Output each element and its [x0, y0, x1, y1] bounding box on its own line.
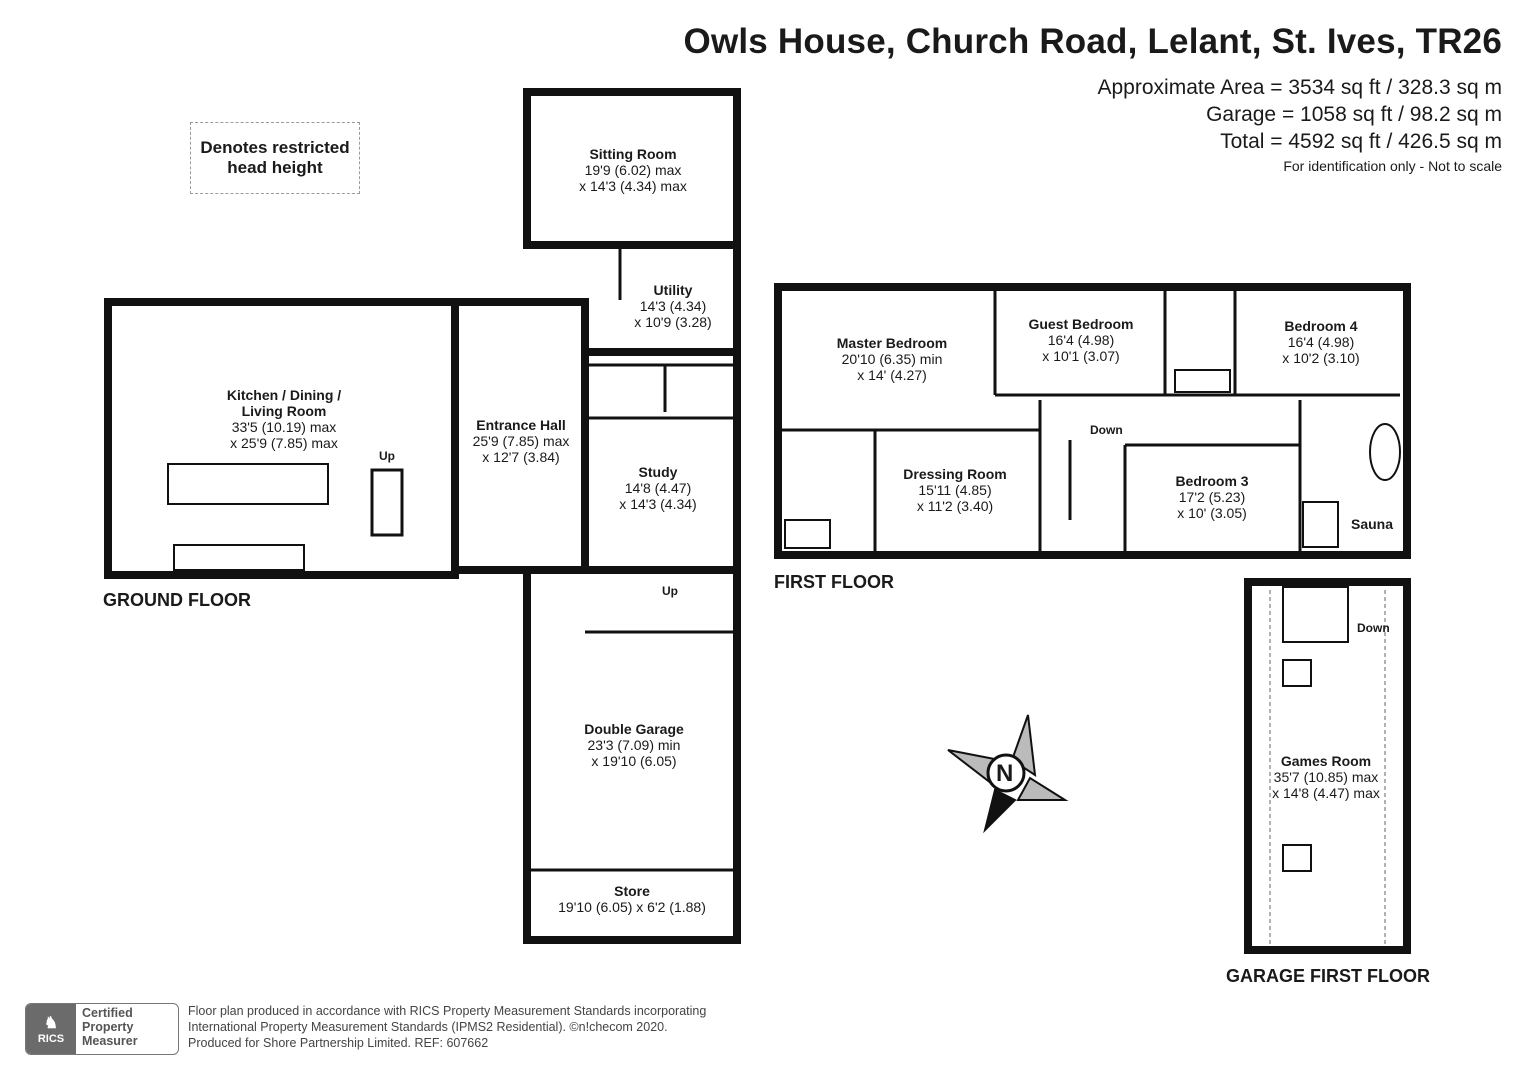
room-dimension: 14'8 (4.47) — [624, 480, 692, 496]
room-name: Double Garage — [584, 721, 684, 737]
footer-line: Produced for Shore Partnership Limited. … — [188, 1036, 489, 1050]
room-dimension: 15'11 (4.85) — [918, 482, 992, 498]
room-dimension: x 12'7 (3.84) — [482, 449, 560, 465]
badge-line: Certified — [82, 1006, 133, 1020]
room-dimension: x 10'9 (3.28) — [634, 314, 712, 330]
room-study: Study 14'8 (4.47) x 14'3 (4.34) — [619, 464, 696, 512]
compass-north-letter: N — [996, 760, 1014, 787]
room-dimension: x 14'3 (4.34) max — [579, 178, 687, 194]
rics-logo-text: RICS — [37, 1033, 65, 1045]
room-kitchen-dining-living: Kitchen / Dining / Living Room 33'5 (10.… — [227, 387, 341, 451]
lion-icon: ♞ — [43, 1015, 59, 1032]
room-dimension: x 25'9 (7.85) max — [230, 435, 338, 451]
room-dimension: x 11'2 (3.40) — [916, 498, 994, 514]
room-bedroom-3: Bedroom 3 17'2 (5.23) x 10' (3.05) — [1175, 473, 1248, 521]
room-dimension: 25'9 (7.85) max — [472, 433, 570, 449]
rics-logo: ♞ RICS — [26, 1004, 76, 1054]
room-dimension: 23'3 (7.09) min — [587, 737, 681, 753]
room-name: Dressing Room — [903, 466, 1007, 482]
room-name: Study — [638, 464, 678, 480]
room-dimension: x 14' (4.27) — [857, 367, 927, 383]
first-floor-label: FIRST FLOOR — [774, 572, 894, 592]
room-dressing-room: Dressing Room 15'11 (4.85) x 11'2 (3.40) — [903, 466, 1006, 514]
stairs-down-label: Down — [1090, 423, 1123, 437]
rics-certified-badge: ♞ RICS Certified Property Measurer — [25, 1003, 179, 1055]
stairs-up-label: Up — [379, 449, 395, 463]
room-master-bedroom: Master Bedroom 20'10 (6.35) min x 14' (4… — [837, 335, 947, 383]
room-dimension: 19'9 (6.02) max — [584, 162, 682, 178]
room-guest-bedroom: Guest Bedroom 16'4 (4.98) x 10'1 (3.07) — [1028, 316, 1133, 364]
room-games-room: Games Room 35'7 (10.85) max x 14'8 (4.47… — [1272, 753, 1380, 801]
room-name: Sitting Room — [589, 146, 677, 162]
room-dimension: x 10' (3.05) — [1177, 505, 1247, 521]
room-dimension: 33'5 (10.19) max — [231, 419, 337, 435]
garage-area: Garage = 1058 sq ft / 98.2 sq m — [1206, 103, 1502, 126]
room-dimension: 17'2 (5.23) — [1178, 489, 1246, 505]
room-utility: Utility 14'3 (4.34) x 10'9 (3.28) — [634, 282, 711, 330]
footer-line: Floor plan produced in accordance with R… — [188, 1004, 707, 1018]
room-dimension: 14'3 (4.34) — [639, 298, 707, 314]
approximate-area: Approximate Area = 3534 sq ft / 328.3 sq… — [1097, 76, 1503, 99]
stairs-down-label: Down — [1357, 621, 1390, 635]
room-dimension: 16'4 (4.98) — [1047, 332, 1115, 348]
compass-icon — [947, 714, 1069, 834]
room-name: Store — [614, 883, 650, 899]
room-name: Utility — [653, 282, 693, 298]
room-entrance-hall: Entrance Hall 25'9 (7.85) max x 12'7 (3.… — [473, 417, 570, 465]
property-title: Owls House, Church Road, Lelant, St. Ive… — [683, 22, 1502, 61]
badge-line: Property — [82, 1020, 134, 1034]
room-name: Games Room — [1280, 753, 1372, 769]
room-name: Master Bedroom — [836, 335, 948, 351]
room-name: Bedroom 3 — [1175, 473, 1249, 489]
room-sitting-room: Sitting Room 19'9 (6.02) max x 14'3 (4.3… — [579, 146, 687, 194]
room-dimension: 35'7 (10.85) max — [1273, 769, 1379, 785]
badge-line: Measurer — [82, 1034, 138, 1048]
room-dimension: x 14'3 (4.34) — [619, 496, 697, 512]
stairs-up-label: Up — [662, 584, 678, 598]
total-area: Total = 4592 sq ft / 426.5 sq m — [1220, 130, 1502, 153]
restricted-head-height-legend: Denotes restricted head height — [190, 122, 360, 194]
room-dimension: x 14'8 (4.47) max — [1272, 785, 1380, 801]
garage-first-floor-label: GARAGE FIRST FLOOR — [1226, 966, 1430, 986]
footer-line: International Property Measurement Stand… — [188, 1020, 668, 1034]
scale-note: For identification only - Not to scale — [1283, 158, 1502, 174]
room-dimension: 19'10 (6.05) x 6'2 (1.88) — [558, 899, 706, 915]
room-dimension: x 19'10 (6.05) — [591, 753, 677, 769]
room-dimension: 16'4 (4.98) — [1287, 334, 1355, 350]
room-dimension: x 10'1 (3.07) — [1042, 348, 1120, 364]
room-name: Kitchen / Dining / — [226, 387, 342, 403]
room-store: Store 19'10 (6.05) x 6'2 (1.88) — [558, 883, 706, 915]
restricted-legend-text: Denotes restricted head height — [200, 138, 350, 177]
room-name: Living Room — [241, 403, 327, 419]
room-name: Entrance Hall — [476, 417, 566, 433]
room-name: Sauna — [1350, 516, 1394, 532]
room-sauna: Sauna — [1351, 516, 1393, 532]
room-name: Bedroom 4 — [1284, 318, 1358, 334]
room-bedroom-4: Bedroom 4 16'4 (4.98) x 10'2 (3.10) — [1282, 318, 1359, 366]
room-double-garage: Double Garage 23'3 (7.09) min x 19'10 (6… — [584, 721, 684, 769]
room-dimension: x 10'2 (3.10) — [1282, 350, 1360, 366]
room-name: Guest Bedroom — [1028, 316, 1134, 332]
footer-text: Floor plan produced in accordance with R… — [188, 1003, 706, 1051]
ground-floor-label: GROUND FLOOR — [103, 590, 251, 610]
room-dimension: 20'10 (6.35) min — [841, 351, 943, 367]
badge-text: Certified Property Measurer — [76, 1004, 144, 1054]
